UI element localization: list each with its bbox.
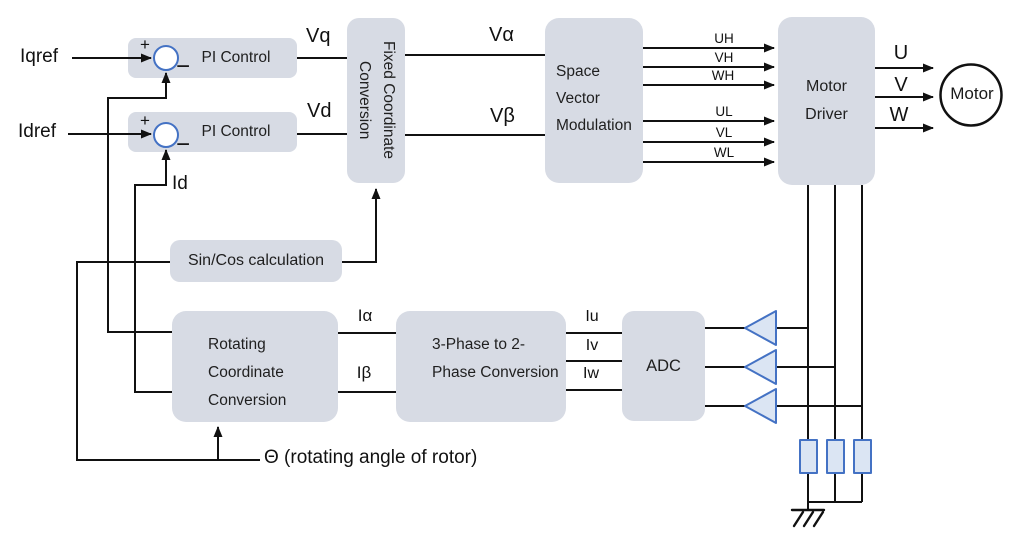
shunt-resistor-u (799, 439, 818, 474)
block-sin-cos-calculation: Sin/Cos calculation (170, 240, 342, 282)
ground-icon (790, 508, 826, 528)
block-adc: ADC (622, 311, 705, 421)
label-v: V (894, 74, 908, 96)
block-fixed-coordinate-conversion-label: Fixed Coordinate Conversion (356, 41, 397, 160)
block-pi-control-q-label: PI Control (201, 49, 271, 66)
amplifier-v-icon (744, 349, 777, 385)
label-w: W (889, 104, 909, 126)
block-three-phase-to-two-phase: 3-Phase to 2-Phase Conversion (396, 311, 566, 422)
plus-sign-q: + (140, 35, 150, 54)
block-pi-control-d-label: PI Control (201, 123, 271, 140)
shunt-resistor-w (853, 439, 872, 474)
block-motor-driver: Motor Driver (778, 17, 875, 185)
motor-label: Motor (950, 84, 994, 103)
label-id: Id (172, 173, 188, 194)
block-three-phase-to-two-phase-label: 3-Phase to 2-Phase Conversion (432, 336, 559, 381)
label-i-beta: Iβ (356, 363, 372, 382)
minus-sign-d: − (176, 131, 191, 158)
label-idref: Idref (18, 121, 57, 142)
block-rotating-coordinate-conversion-label: Rotating Coordinate Conversion (208, 336, 287, 409)
label-wh: WH (711, 68, 735, 83)
label-theta: Θ (rotating angle of rotor) (264, 447, 478, 468)
label-iu: Iu (585, 308, 599, 325)
label-wl: WL (713, 145, 735, 160)
label-uh: UH (714, 31, 734, 46)
label-v-beta: Vβ (490, 105, 515, 127)
minus-sign-q: − (176, 53, 191, 80)
block-pi-control-q: PI Control (128, 38, 297, 78)
label-vd: Vd (307, 100, 332, 122)
amplifier-w-icon (744, 388, 777, 424)
block-rotating-coordinate-conversion: Rotating Coordinate Conversion (172, 311, 338, 422)
block-space-vector-modulation: Space Vector Modulation (545, 18, 643, 183)
label-v-alpha: Vα (489, 24, 514, 46)
block-sin-cos-calculation-label: Sin/Cos calculation (187, 252, 325, 269)
label-iw: Iw (583, 365, 599, 382)
label-i-alpha: Iα (357, 306, 373, 325)
label-iqref: Iqref (20, 46, 59, 67)
amplifier-u-icon (744, 310, 777, 346)
label-u: U (893, 42, 909, 64)
label-ul: UL (715, 104, 733, 119)
block-motor-driver-label: Motor Driver (805, 78, 848, 123)
block-adc-label: ADC (646, 356, 681, 375)
label-vh: VH (714, 50, 734, 65)
plus-sign-d: + (140, 111, 150, 130)
label-iv: Iv (585, 337, 599, 354)
label-vl: VL (715, 125, 733, 140)
label-vq: Vq (306, 25, 331, 47)
block-pi-control-d: PI Control (128, 112, 297, 152)
block-space-vector-modulation-label: Space Vector Modulation (556, 63, 632, 134)
block-fixed-coordinate-conversion: Fixed Coordinate Conversion (347, 18, 405, 183)
wire-id-feedback (134, 149, 172, 393)
wire-sincos-out (342, 188, 381, 263)
shunt-resistor-v (826, 439, 845, 474)
